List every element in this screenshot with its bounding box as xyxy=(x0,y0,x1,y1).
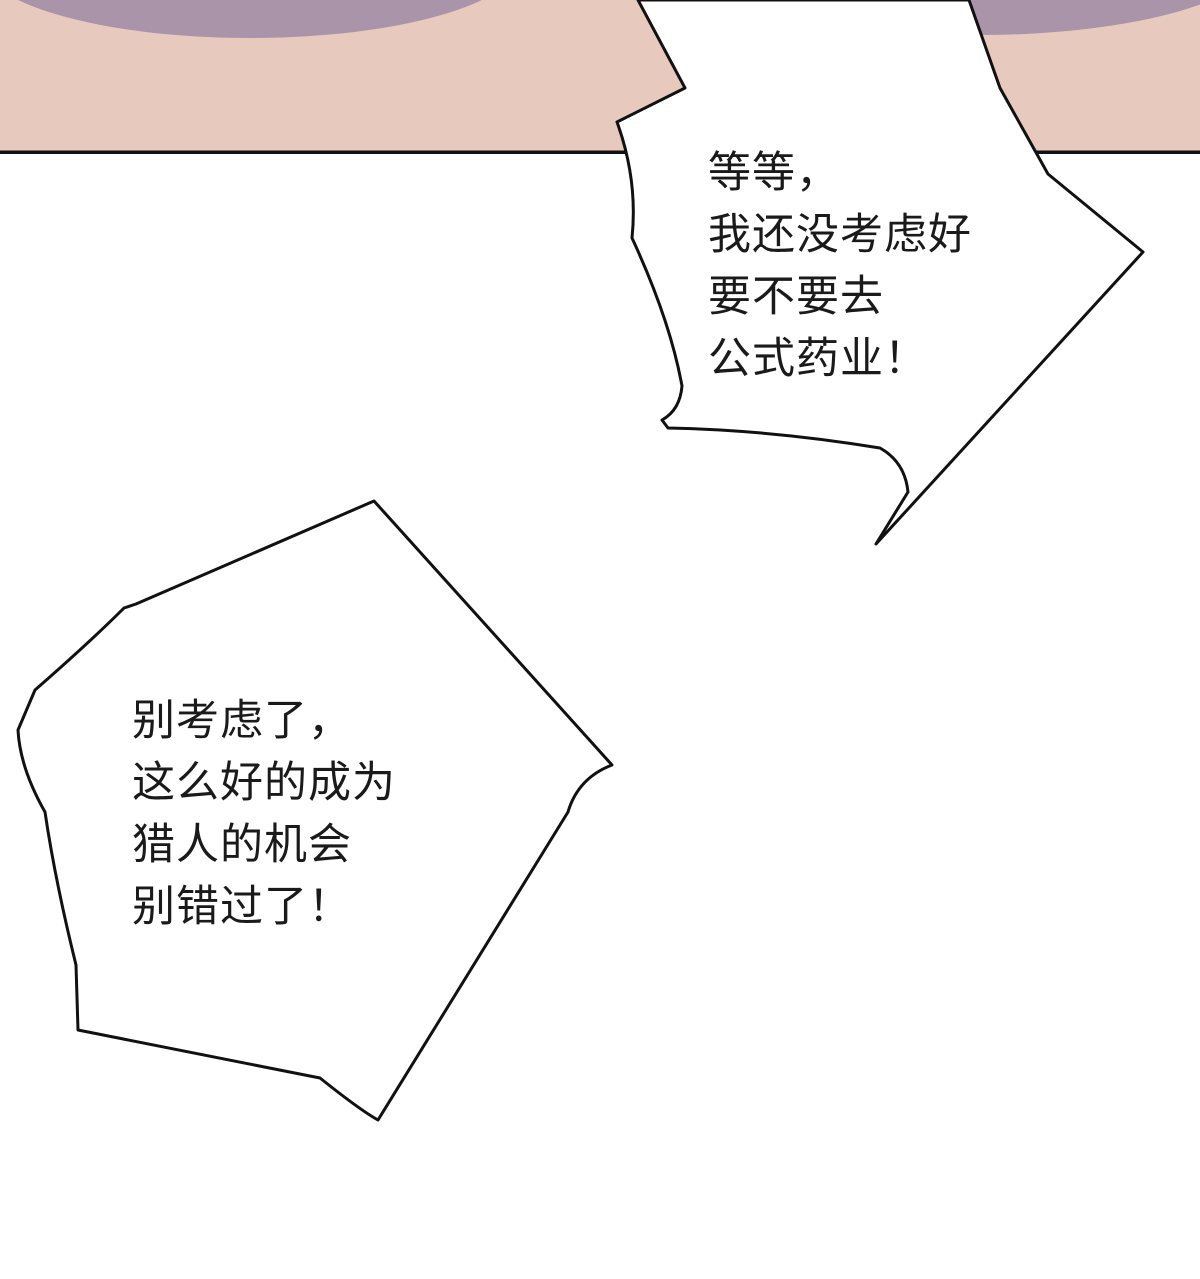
speech-line: 别错过了！ xyxy=(132,882,352,932)
speech-line: 要不要去 xyxy=(708,272,884,322)
speech-bubble-1 xyxy=(615,0,1145,546)
speech-line: 等等， xyxy=(708,148,840,198)
speech-line: 别考虑了， xyxy=(132,696,352,746)
speech-line: 我还没考虑好 xyxy=(708,210,972,260)
speech-line: 猎人的机会 xyxy=(132,820,352,870)
speech-bubble-2 xyxy=(16,499,614,1122)
speech-bubble-2-text: 别考虑了， 这么好的成为 猎人的机会 别错过了！ xyxy=(132,690,396,938)
speech-line: 这么好的成为 xyxy=(132,758,396,808)
speech-line: 公式药业！ xyxy=(708,334,928,384)
panel-purple-shape-left xyxy=(18,0,482,38)
speech-bubble-1-text: 等等， 我还没考虑好 要不要去 公式药业！ xyxy=(708,142,972,390)
